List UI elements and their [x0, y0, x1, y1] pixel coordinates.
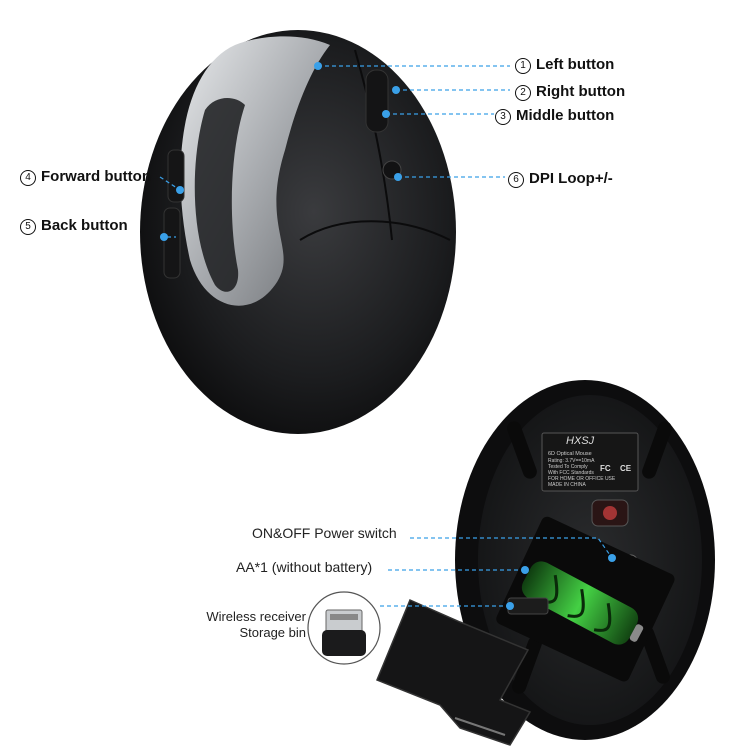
sticker-use: FOR HOME OR OFFICE USE: [548, 476, 616, 482]
skate-3: [512, 636, 542, 694]
callout-battery: AA*1 (without battery): [236, 559, 373, 575]
scroll-wheel: [365, 69, 389, 133]
callout-number: 3: [495, 109, 511, 125]
vertical-mouse: [140, 30, 456, 434]
top-seam: [354, 49, 393, 241]
sticker-made: MADE IN CHINA: [548, 482, 586, 488]
callout-label: Middle button: [516, 107, 615, 124]
callout-right-button: 2 Right button: [515, 83, 625, 101]
sticker-fcc-mark: FC: [600, 464, 611, 473]
forward-side-button: [167, 149, 185, 203]
callout-dots-top: [160, 62, 402, 241]
button-seam: [299, 220, 451, 241]
callout-number: 1: [515, 58, 531, 74]
callout-dpi-loop: 6 DPI Loop+/-: [508, 170, 613, 188]
receiver-line-2: Storage bin: [239, 625, 307, 640]
callout-number: 4: [20, 170, 36, 186]
callout-number: 2: [515, 85, 531, 101]
skate-4: [640, 626, 670, 684]
callout-number: 6: [508, 172, 524, 188]
receiver-inset: [307, 591, 381, 665]
callout-back-button: 5 Back button: [20, 217, 128, 235]
sticker-tested: Tested To Comply: [548, 464, 588, 470]
callout-label: Back button: [41, 217, 128, 234]
callout-receiver: Wireless receiver Storage bin: [190, 609, 306, 641]
callout-left-button: 1 Left button: [515, 56, 614, 74]
callout-number: 5: [20, 219, 36, 235]
sticker-model: 6D Optical Mouse: [548, 451, 592, 457]
sticker-ce-mark: CE: [620, 464, 632, 473]
thumb-recess: [194, 98, 245, 292]
callout-label: Right button: [536, 83, 626, 100]
skate-2: [642, 421, 672, 479]
callout-label: Left button: [536, 56, 615, 73]
callout-label: DPI Loop+/-: [529, 170, 613, 187]
callout-power-switch: ON&OFF Power switch: [252, 525, 397, 541]
receiver-line-1: Wireless receiver: [206, 609, 306, 624]
label-sticker: [541, 432, 639, 492]
sticker-standards: With FCC Standards: [548, 470, 594, 476]
sticker-rating: Rating: 3.7V==10mA: [548, 458, 595, 464]
callout-lines-bottom: [380, 537, 613, 607]
callout-dots-bottom: [506, 554, 616, 610]
callout-middle-button: 3 Middle button: [495, 107, 614, 125]
sticker-brand: HXSJ: [566, 435, 595, 447]
battery-cover: [376, 599, 532, 746]
callout-label: Forward button: [41, 168, 151, 185]
back-side-button: [163, 207, 181, 279]
callout-forward-button: 4 Forward button: [20, 168, 151, 186]
skate-1: [507, 421, 537, 479]
